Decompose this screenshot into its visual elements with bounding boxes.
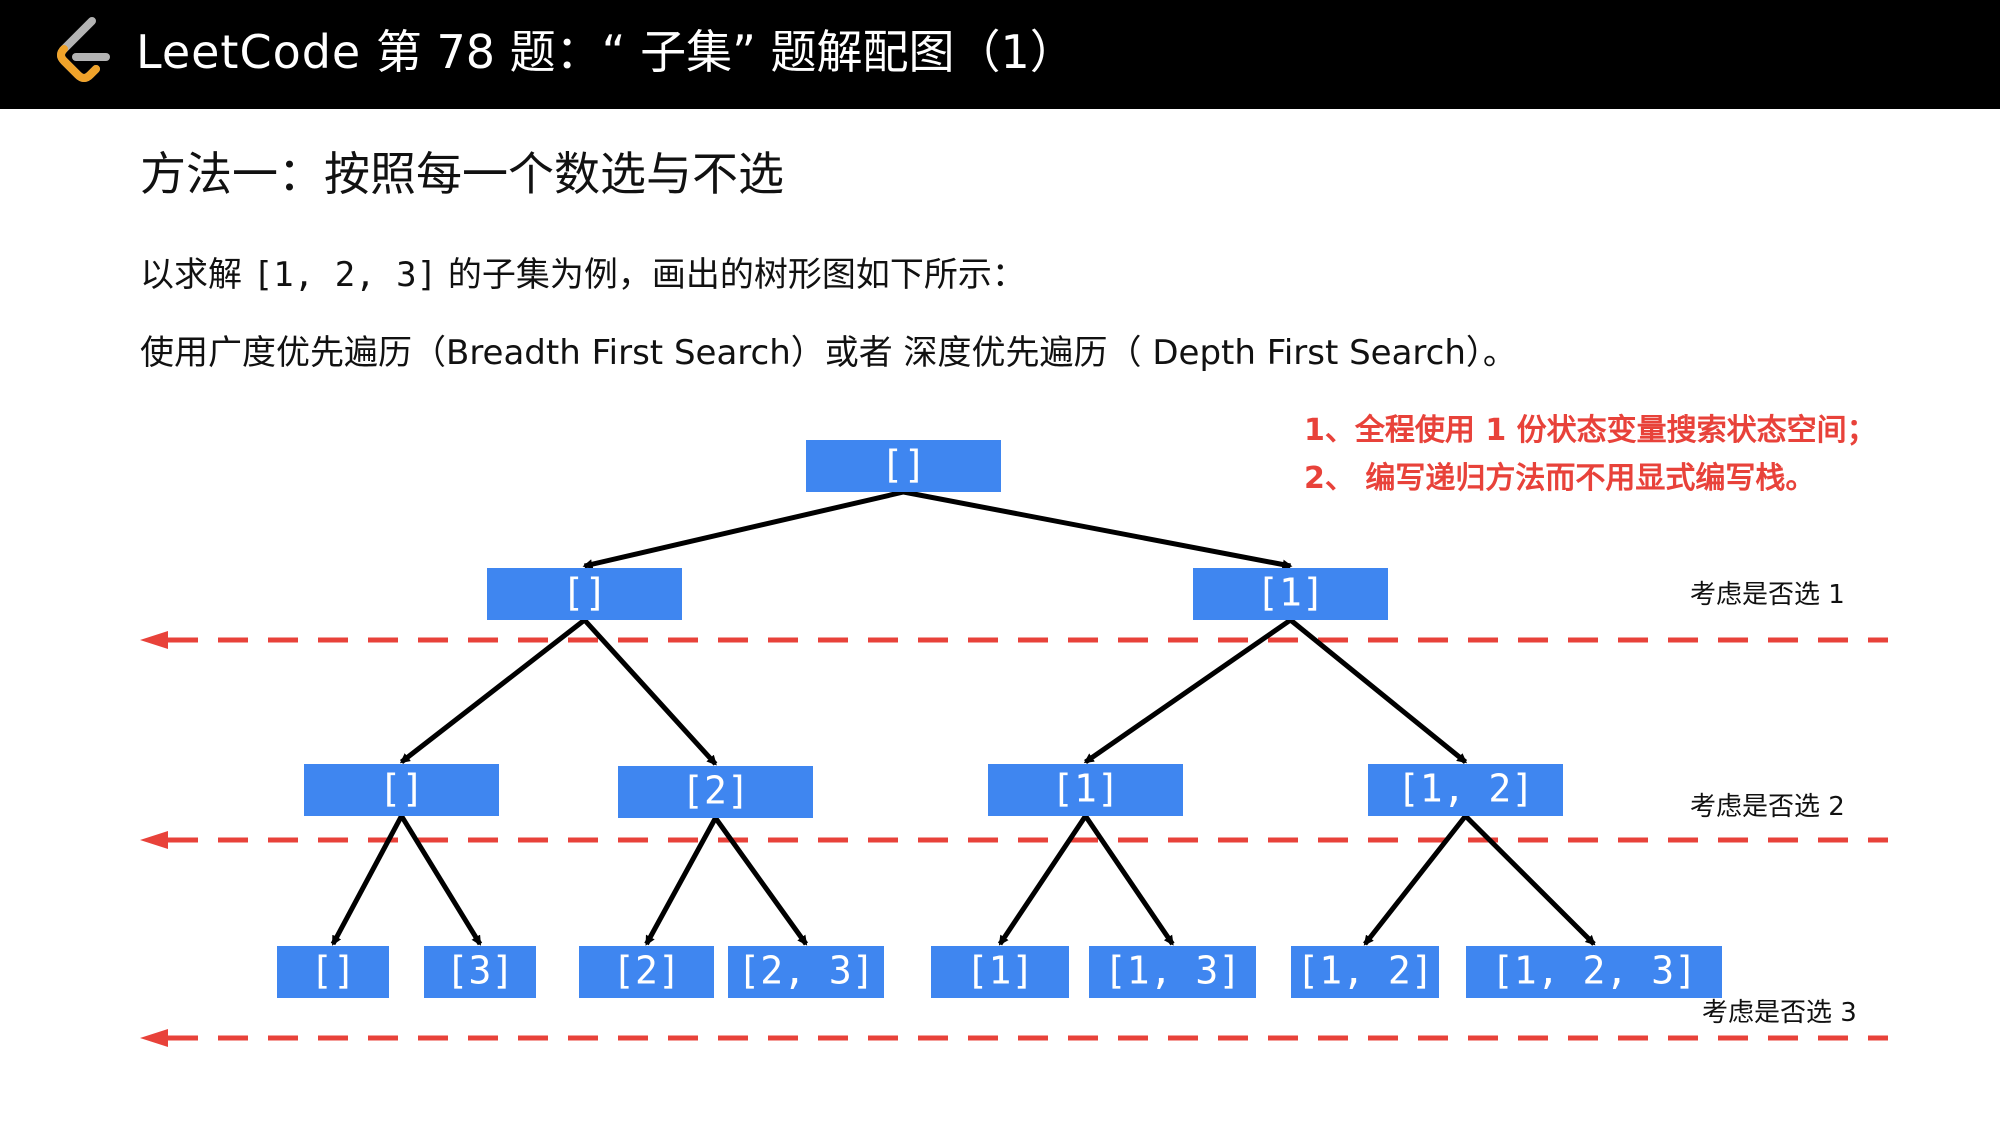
intro-suffix: 的子集为例，画出的树形图如下所示： — [437, 255, 1026, 295]
tree-node-bb: [1, 2] — [1368, 764, 1563, 816]
tree-node-box — [1466, 946, 1722, 998]
tree-node-aab: [3] — [424, 946, 536, 998]
tree-node-box — [988, 764, 1183, 816]
tree-node-ba: [1] — [988, 764, 1183, 816]
tree-node-label: [1, 2] — [1296, 949, 1433, 993]
note-2: 2、 编写递归方法而不用显式编写栈。 — [1304, 461, 1816, 496]
tree-edge-ba-bab — [1083, 814, 1175, 946]
note-1: 1、全程使用 1 份状态变量搜索状态空间； — [1304, 413, 1877, 448]
level-arrowhead-1 — [140, 631, 168, 649]
tree-edge-root-b — [903, 489, 1293, 570]
level-label-2: 考虑是否选 2 — [1690, 792, 1845, 822]
tree-node-label: [1, 2] — [1397, 767, 1534, 811]
tree-edge-b-ba — [1083, 617, 1292, 765]
tree-edge-b-bb — [1288, 618, 1468, 764]
tree-node-box — [806, 440, 1001, 492]
tree-edge-a-aa — [399, 618, 587, 764]
brand-name: LeetCode — [136, 25, 362, 79]
tree-node-box — [1193, 568, 1388, 620]
leetcode-logo-icon — [57, 17, 110, 82]
tree-node-box — [487, 568, 682, 620]
tree-node-bba: [1, 2] — [1291, 946, 1439, 998]
tree-node-abb: [2, 3] — [728, 946, 884, 998]
method-heading: 方法一：按照每一个数选与不选 — [140, 147, 784, 201]
tree-node-label: [] — [379, 767, 425, 811]
tree-node-box — [277, 946, 389, 998]
tree-node-root: [] — [806, 440, 1001, 492]
tree-node-box — [931, 946, 1069, 998]
tree-node-label: [1, 3] — [1104, 949, 1241, 993]
traversal-paragraph: 使用广度优先遍历（Breadth First Search）或者 深度优先遍历（… — [140, 333, 1517, 373]
tree-node-box — [1368, 764, 1563, 816]
tree-node-label: [3] — [446, 949, 515, 993]
tree-node-box — [579, 946, 714, 998]
tree-node-aba: [2] — [579, 946, 714, 998]
tree-edge-aa-aab — [399, 814, 483, 946]
tree-node-aa: [] — [304, 764, 499, 816]
tree-node-label: [1] — [1256, 571, 1325, 615]
header-title: LeetCode 第 78 题：“ 子集” 题解配图（1） — [136, 22, 1076, 82]
tree-node-aaa: [] — [277, 946, 389, 998]
tree-node-label: [1] — [1051, 767, 1120, 811]
header-title-text: 第 78 题：“ 子集” 题解配图（1） — [375, 25, 1076, 79]
tree-node-box — [424, 946, 536, 998]
tree-node-box — [728, 946, 884, 998]
tree-nodes: [] [] [1] [] [2] [1] [1, 2] [] [3] [2] [2, 3] [1] [1… — [277, 440, 1722, 998]
tree-node-label: [1, 2, 3] — [1491, 949, 1697, 993]
tree-edge-bb-bba — [1363, 814, 1468, 946]
tree-node-box — [1291, 946, 1439, 998]
tree-edge-ba-baa — [997, 814, 1088, 946]
tree-node-label: [2] — [612, 949, 681, 993]
tree-edge-aa-aaa — [330, 814, 404, 946]
tree-node-label: [] — [310, 949, 356, 993]
level-label-1: 考虑是否选 1 — [1690, 580, 1845, 610]
tree-node-label: [2] — [681, 769, 750, 813]
tree-node-label: [] — [562, 571, 608, 615]
tree-node-box — [1089, 946, 1256, 998]
level-dashed-lines — [140, 631, 1888, 1047]
tree-edge-ab-aba — [644, 816, 718, 946]
intro-prefix: 以求解 — [140, 255, 253, 295]
level-arrowhead-3 — [140, 1029, 168, 1047]
tree-edge-a-ab — [582, 618, 718, 766]
tree-node-a: [] — [487, 568, 682, 620]
tree-edge-root-a — [582, 489, 905, 570]
tree-node-box — [304, 764, 499, 816]
intro-code: [1, 2, 3] — [252, 255, 438, 295]
intro-paragraph: 以求解 [1, 2, 3] 的子集为例，画出的树形图如下所示： — [140, 250, 1026, 300]
tree-node-label: [] — [881, 443, 927, 487]
tree-node-ab: [2] — [618, 766, 813, 818]
level-arrowhead-2 — [140, 831, 168, 849]
tree-node-label: [1] — [966, 949, 1035, 993]
tree-edges — [330, 489, 1596, 946]
tree-node-bbb: [1, 2, 3] — [1466, 946, 1722, 998]
tree-node-baa: [1] — [931, 946, 1069, 998]
tree-node-label: [2, 3] — [737, 949, 874, 993]
tree-node-b: [1] — [1193, 568, 1388, 620]
level-label-3: 考虑是否选 3 — [1702, 998, 1857, 1028]
tree-edge-ab-abb — [713, 816, 809, 946]
tree-node-box — [618, 766, 813, 818]
tree-node-bab: [1, 3] — [1089, 946, 1256, 998]
tree-edge-bb-bbb — [1463, 814, 1596, 946]
header-bar: LeetCode 第 78 题：“ 子集” 题解配图（1） — [0, 0, 2000, 109]
